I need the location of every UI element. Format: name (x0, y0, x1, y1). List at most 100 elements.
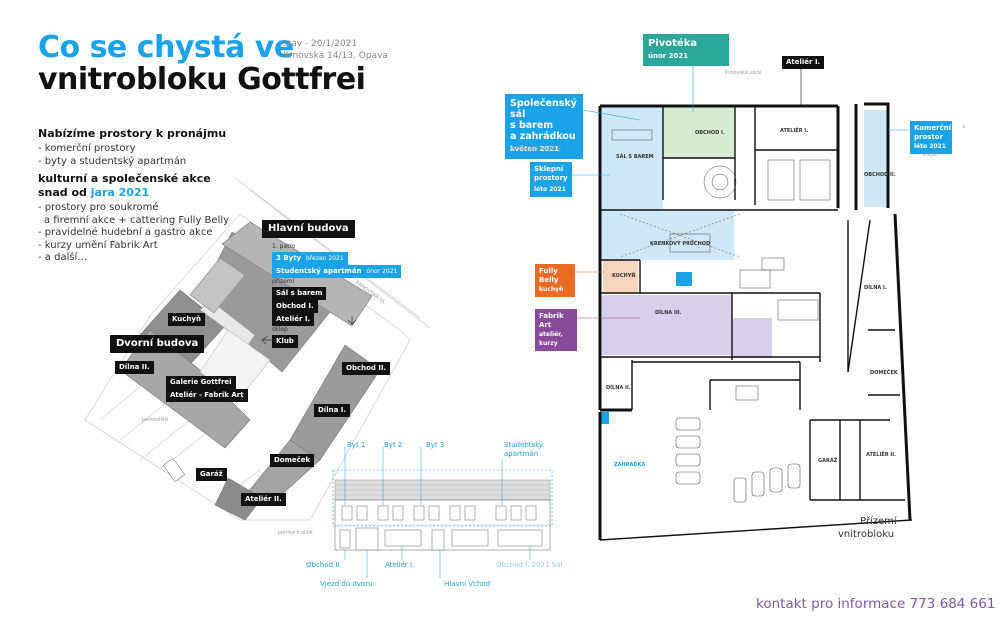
student-date: únor 2021 (366, 268, 398, 275)
callout-sklepni-line: prostory (534, 174, 568, 182)
events-heading-highlight: jara 2021 (90, 186, 150, 199)
page-title-line2: vnitrobloku Gottfrei (38, 62, 366, 97)
callout-fabrik-art-title: Fabrik Art (539, 312, 564, 329)
room-zahradka: ZAHRÁDKA (614, 462, 646, 468)
offer-item: - byty a studentský apartmán (38, 155, 187, 167)
room-kuchyn: KUCHYŇ (612, 273, 636, 279)
facade-student-line1: Studentský (504, 441, 544, 449)
label-atelier1: Ateliér I. (272, 313, 315, 326)
plan-volny: VOLNÝ (922, 152, 939, 158)
callout-sklepni-line: Sklepní (534, 165, 564, 173)
callout-pivoteka-date: únor 2021 (648, 52, 689, 60)
callout-komercni-line: Komerční (914, 124, 952, 132)
events-heading-line2: snad od jara 2021 (38, 186, 211, 200)
contact-info: kontakt pro informace 773 684 661 (756, 596, 996, 612)
facade-student-line2: apartmán (504, 450, 539, 458)
facade-obchod2: Obchod II. (306, 561, 342, 569)
callout-pivoteka: Pivotéka únor 2021 (643, 34, 729, 66)
events-heading-line1: kulturní a společenské akce (38, 172, 211, 185)
callout-sklepni-date: léto 2021 (534, 186, 566, 193)
events-item: - a další... (38, 252, 87, 263)
label-obchod2: Obchod II. (342, 362, 391, 375)
callout-sal-line: s barem (510, 120, 554, 131)
plan-caption-line2: vnitrobloku (838, 529, 895, 540)
label-galerie: Galerie Gottfrei (166, 376, 236, 389)
events-list: - prostory pro soukromé a firemní akce +… (38, 202, 229, 265)
label-atelier2: Ateliér II. (241, 493, 286, 506)
events-item: - pravidelné hudební a gastro akce (38, 227, 213, 238)
label-byty: 3 Byty březen 2021 (272, 252, 348, 265)
callout-fabrik-art: Fabrik Art ateliér, kurzy (535, 309, 577, 351)
room-atelier1: ATELIÉR I. (780, 128, 809, 134)
label-dilna2: Dílna II. (115, 361, 154, 374)
facade-student: Studentský apartmán (504, 441, 543, 459)
events-item: - kurzy umění Fabrik Art (38, 239, 158, 251)
callout-pivoteka-title: Pivotéka (648, 38, 698, 49)
callout-fully-belly-sub: kuchyň (539, 286, 564, 293)
callout-komercni-line: prostor (914, 133, 944, 141)
facade-byt3: Byt 3 (426, 441, 445, 449)
label-garaz: Garáž (196, 468, 227, 481)
offer-list: - komerční prostory - byty a studentský … (38, 143, 186, 168)
label-courtyard-building: Dvorní budova (110, 335, 205, 353)
room-atelier2: ATELIÉR II. (866, 452, 896, 458)
room-dilna1: DÍLNA I. (864, 285, 887, 291)
callout-sklepni: Sklepní prostory léto 2021 (530, 162, 572, 197)
room-sal: SÁL S BAREM (616, 154, 654, 160)
label-ground-floor: přízemí (272, 278, 295, 285)
events-item: a firemní akce + cattering Fully Belly (44, 214, 230, 226)
address: Krnovská 14/13, Opava (283, 51, 388, 61)
label-dilna1: Dílna I. (314, 404, 351, 417)
callout-fully-belly-title: Fully Belly (539, 267, 559, 284)
label-parking: parkoviště (142, 417, 169, 423)
room-domecek: DOMEČEK (870, 370, 898, 376)
facade-atelier1: Ateliér I. (385, 561, 415, 569)
callout-sal-date: květen 2021 (510, 145, 559, 153)
plan-pronajem: PRONÁJEM NA AKCE (511, 146, 561, 152)
status-info: stav - 20/1/2021 Krnovská 14/13, Opava (283, 38, 388, 62)
events-heading: kulturní a společenské akce snad od jara… (38, 172, 211, 200)
plan-letter-x: x (962, 124, 965, 130)
facade-byt2: Byt 2 (384, 441, 403, 449)
label-student-apartment: Studentský apartmán únor 2021 (272, 265, 402, 278)
plan-street-label: Krnovská ulice (725, 70, 762, 76)
status-date: stav - 20/1/2021 (283, 39, 358, 49)
room-krenkovy: KRENKOVÝ PRŮCHOD (650, 241, 711, 247)
label-obchod1: Obchod I. (272, 300, 318, 313)
label-basement: sklep (272, 326, 288, 333)
room-obchod2: OBCHOD II. (864, 172, 896, 178)
facade-hlavni-vchod: Hlavní Vchod (444, 580, 491, 588)
facade-vjezd: Vjezd do dvoru (320, 580, 373, 588)
label-main-building: Hlavní budova (262, 220, 355, 238)
label-sal: Sál s barem (272, 287, 327, 300)
label-klub: Klub (272, 335, 298, 348)
byty-date: březen 2021 (306, 255, 344, 262)
room-garaz: GARÁŽ (818, 458, 838, 464)
callout-fabrik-art-sub: ateliér, kurzy (539, 331, 563, 347)
events-heading-prefix: snad od (38, 186, 91, 199)
room-obchod1: OBCHOD I. (695, 130, 725, 136)
offer-heading: Nabízíme prostory k pronájmu (38, 127, 227, 140)
callout-atelier1: Ateliér I. (782, 56, 825, 69)
page-title-line1: Co se chystá ve (38, 30, 294, 65)
events-item: - prostory pro soukromé (38, 202, 159, 213)
label-first-floor: 1. patro (272, 243, 296, 250)
label-domecek: Domeček (270, 454, 315, 467)
callout-fully-belly: Fully Belly kuchyň (535, 264, 575, 297)
label-kuchyn: Kuchyň (168, 313, 205, 326)
callout-sal-line: a zahrádkou (510, 131, 576, 142)
callout-komercni: Komerční prostor léto 2021 (910, 121, 952, 154)
room-dilna2: DÍLNA II. (606, 385, 631, 391)
callout-spolecensky-sal: Společenský sál s barem a zahrádkou květ… (505, 94, 583, 159)
byty-name: 3 Byty (276, 254, 302, 262)
plan-caption: Přízemí vnitrobloku (838, 515, 897, 541)
label-atelier-fabrik: Ateliér - Fabrik Art (166, 389, 248, 402)
offer-item: - komerční prostory (38, 143, 136, 154)
callout-komercni-date: léto 2021 (914, 143, 946, 150)
plan-caption-line1: Přízemí (860, 516, 897, 527)
callout-sal-line: Společenský sál (510, 98, 577, 120)
room-dilna3: DÍLNA III. (655, 310, 682, 316)
facade-byt1: Byt 1 (347, 441, 366, 449)
